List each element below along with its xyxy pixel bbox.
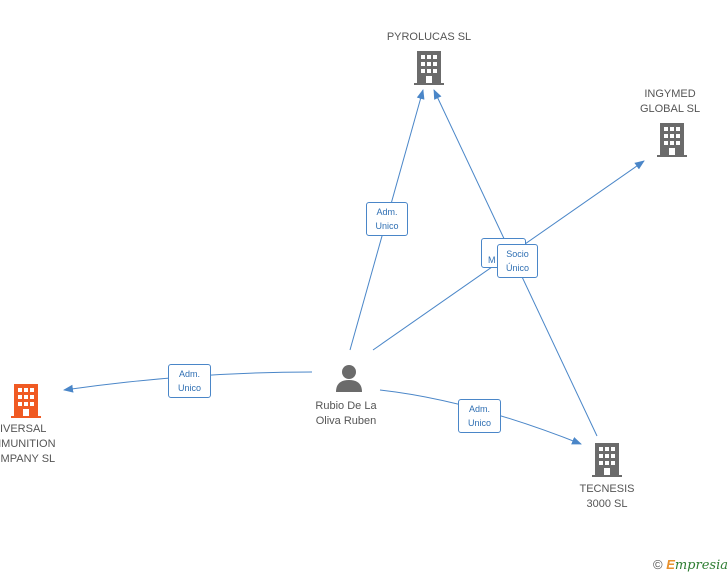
copyright-notice: © Empresia [653,557,728,573]
ingymed-label[interactable]: INGYMED GLOBAL SL [639,88,701,115]
copyright-symbol: © [652,557,663,572]
universal-building-icon[interactable] [11,384,41,418]
person-icon[interactable] [334,363,364,393]
universal-label[interactable]: NIVERSAL MMUNITION OMPANY SL [0,423,56,465]
tecnesis-building-icon[interactable] [592,443,622,477]
brand-name: mpresia [674,558,728,573]
pyrolucas-building-icon[interactable] [414,51,444,85]
edge-label-person-universal: Adm. Unico [168,364,211,398]
pyrolucas-label[interactable]: PYROLUCAS SL [386,31,472,43]
edge-label-person-pyrolucas: Adm. Unico [366,202,408,236]
brand-initial: E [666,557,675,572]
tecnesis-label[interactable]: TECNESIS 3000 SL [579,483,635,510]
ingymed-building-icon[interactable] [657,123,687,157]
edge-label-person-tecnesis: Adm. Unico [458,399,501,433]
person-label[interactable]: Rubio De La Oliva Ruben [315,400,377,427]
edge-label-socio: Socio Único [497,244,538,278]
